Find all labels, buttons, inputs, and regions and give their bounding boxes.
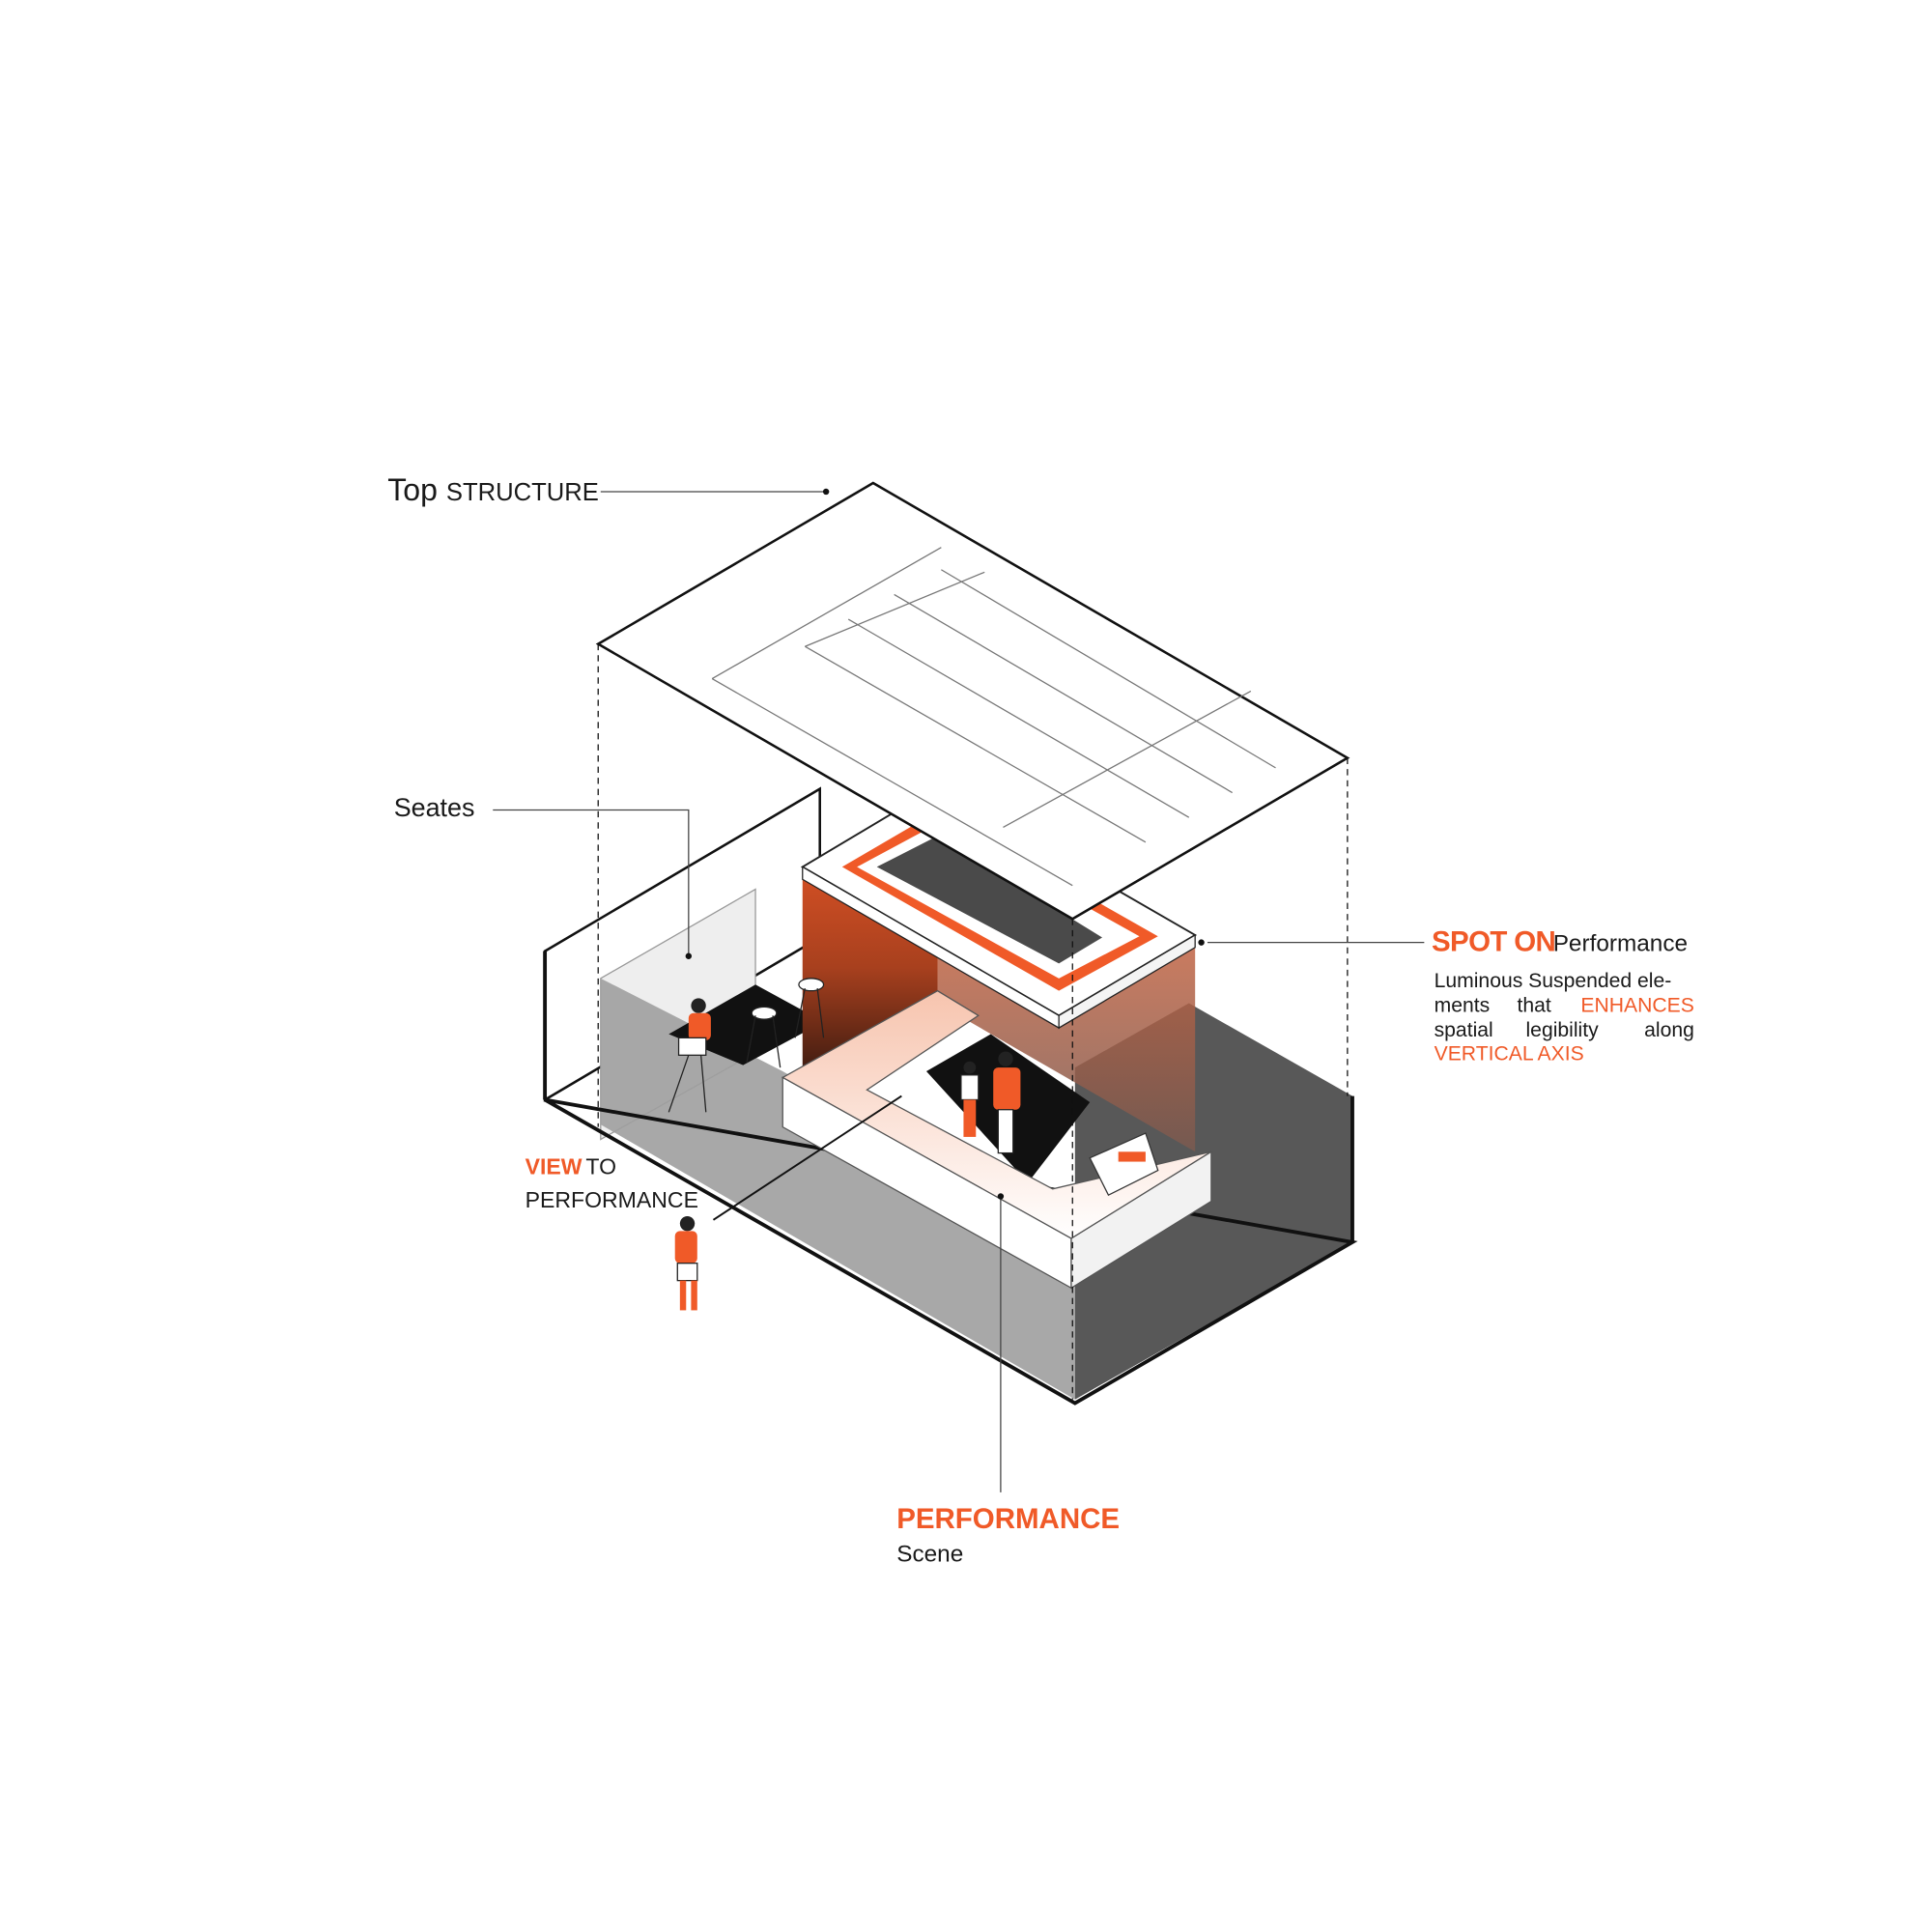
stool-seat bbox=[751, 1006, 778, 1020]
spot-on-line-2-accent: ENHANCES bbox=[1580, 994, 1693, 1016]
seated-person-torso bbox=[688, 1012, 711, 1040]
spot-on-line-4-accent: VERTICAL AXIS bbox=[1435, 1042, 1584, 1065]
top-structure-word-1: Top bbox=[387, 472, 438, 507]
front-glass-face bbox=[600, 978, 1075, 1400]
roof-panel-line bbox=[805, 645, 1147, 843]
roof-panel-line bbox=[711, 678, 1073, 887]
spot-on-subtitle: Performance bbox=[1553, 931, 1688, 957]
spot-on-title: SPOT ON bbox=[1432, 926, 1555, 958]
roof-panel-line bbox=[711, 547, 942, 680]
leader-seats bbox=[493, 809, 690, 954]
spot-on-line-3c: along bbox=[1644, 1019, 1694, 1041]
view-rest: TO bbox=[585, 1153, 616, 1179]
barista-1-torso bbox=[960, 1074, 980, 1101]
spot-on-line-1: Luminous Suspended ele- bbox=[1435, 970, 1672, 992]
spot-on-line-2a: ments bbox=[1435, 994, 1491, 1016]
espresso-machine-accent bbox=[1118, 1151, 1146, 1162]
roof-panel-line bbox=[894, 593, 1233, 794]
leader-lines bbox=[493, 488, 1425, 1492]
viewer-shorts bbox=[676, 1263, 698, 1282]
black-floor-left bbox=[668, 984, 824, 1065]
label-view-to-performance: VIEW TO PERFORMANCE bbox=[526, 1153, 698, 1212]
label-top-structure: Top STRUCTURE bbox=[387, 472, 599, 507]
roof-panel-line bbox=[941, 569, 1276, 769]
leader-dot bbox=[997, 1193, 1005, 1200]
espresso-machine bbox=[1089, 1132, 1159, 1197]
ring-right-edge bbox=[1058, 933, 1196, 1030]
stool-leg bbox=[772, 1015, 781, 1068]
person-barista-2 bbox=[993, 1051, 1021, 1154]
counter-side-face bbox=[1070, 1151, 1212, 1290]
leader-dot bbox=[685, 952, 693, 959]
stool-seat bbox=[798, 978, 825, 992]
spot-on-line-2b: that bbox=[1518, 994, 1551, 1016]
label-performance-scene: PERFORMANCE Scene bbox=[896, 1503, 1120, 1568]
spot-on-line-3a: spatial bbox=[1435, 1019, 1493, 1041]
label-seats: Seates bbox=[394, 793, 475, 822]
leader-dot bbox=[822, 488, 830, 496]
person-barista-1 bbox=[960, 1061, 980, 1137]
performance-subtitle: Scene bbox=[896, 1542, 963, 1568]
roof-panel-line bbox=[805, 571, 985, 647]
ring-dark-opening bbox=[876, 836, 1103, 964]
roof-panel-line bbox=[1003, 690, 1252, 828]
label-spot-on: SPOT ON Performance Luminous Suspended e… bbox=[1432, 926, 1694, 1065]
viewer-backpack bbox=[674, 1231, 697, 1264]
spot-on-line-3b: legibility bbox=[1525, 1019, 1599, 1041]
top-structure-roof bbox=[595, 481, 1350, 1400]
view-accent: VIEW bbox=[526, 1153, 582, 1179]
stool-leg bbox=[746, 1015, 756, 1064]
seated-person-head bbox=[691, 998, 706, 1013]
bar-counter bbox=[781, 989, 1212, 1290]
view-line-2: PERFORMANCE bbox=[526, 1187, 698, 1212]
barista-2-legs bbox=[997, 1109, 1014, 1154]
bar-stools bbox=[668, 978, 825, 1113]
seated-person-legs bbox=[677, 1037, 707, 1056]
stool-leg bbox=[816, 987, 825, 1038]
stool-leg bbox=[700, 1055, 707, 1113]
roof-panel-line bbox=[847, 618, 1190, 818]
top-structure-word-2: STRUCTURE bbox=[446, 479, 599, 506]
person-viewer bbox=[674, 1215, 698, 1311]
stool-leg bbox=[794, 987, 806, 1038]
barista-1-legs bbox=[963, 1099, 977, 1137]
viewer-head bbox=[679, 1215, 696, 1232]
barista-1-head bbox=[963, 1061, 977, 1074]
leader-view bbox=[712, 1094, 902, 1221]
viewer-leg bbox=[679, 1280, 687, 1311]
barista-2-head bbox=[998, 1051, 1013, 1066]
leader-dot bbox=[1198, 939, 1205, 946]
person-seated bbox=[677, 998, 711, 1056]
performance-title: PERFORMANCE bbox=[896, 1503, 1120, 1535]
stool-leg bbox=[668, 1055, 690, 1113]
viewer-leg bbox=[691, 1280, 697, 1311]
barista-2-torso bbox=[993, 1067, 1021, 1110]
